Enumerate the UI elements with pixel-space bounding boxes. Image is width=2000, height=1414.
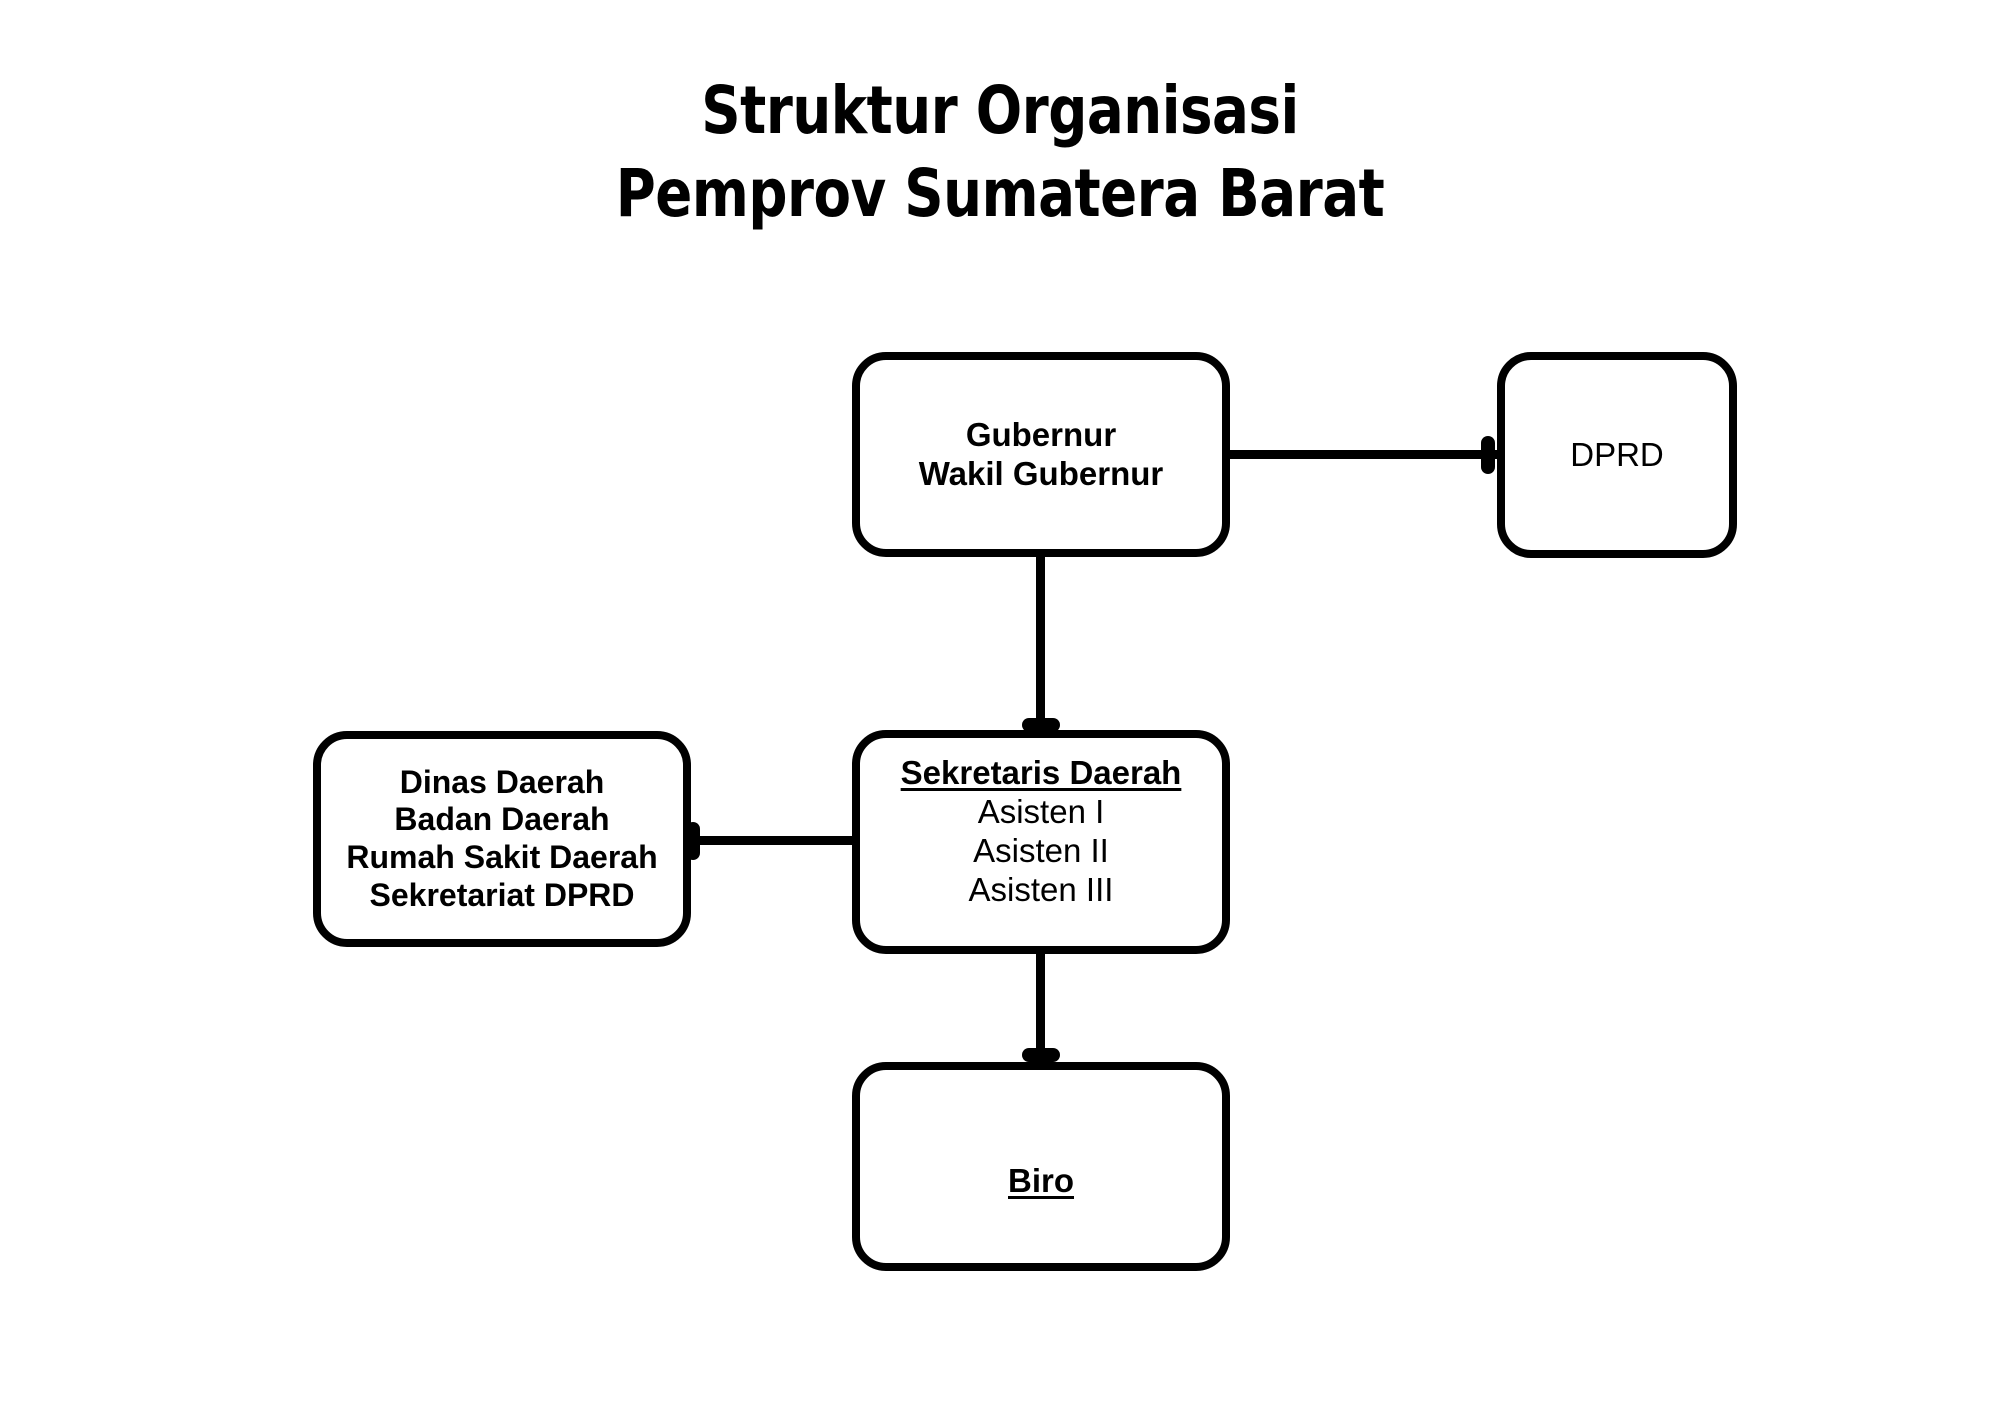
arrowhead-sekretaris xyxy=(1022,718,1060,732)
node-dprd-line-1: DPRD xyxy=(1570,435,1664,473)
page-title-line-1: Struktur Organisasi xyxy=(701,72,1299,149)
connector-gubernur-to-dprd xyxy=(1226,450,1500,459)
arrowhead-dprd xyxy=(1481,436,1495,474)
connector-gubernur-to-sekretaris xyxy=(1036,553,1045,733)
connector-sekretaris-to-perangkat-daerah xyxy=(688,836,856,845)
page-title: Struktur Organisasi Pemprov Sumatera Bar… xyxy=(0,70,2000,235)
node-biro-line-1: Biro xyxy=(1008,1162,1074,1199)
node-perangkat-line-3: Rumah Sakit Daerah xyxy=(346,839,658,875)
node-perangkat-daerah[interactable]: Dinas Daerah Badan Daerah Rumah Sakit Da… xyxy=(313,731,691,947)
node-perangkat-line-1: Dinas Daerah xyxy=(399,763,605,800)
node-sekretaris-asisten-1: Asisten I xyxy=(977,792,1105,830)
arrowhead-biro xyxy=(1022,1048,1060,1062)
connector-sekretaris-to-biro xyxy=(1036,950,1045,1066)
node-perangkat-line-2: Badan Daerah xyxy=(394,801,610,838)
node-gubernur-line-1: Gubernur xyxy=(965,415,1117,453)
node-biro[interactable]: Biro xyxy=(852,1062,1230,1271)
node-gubernur[interactable]: Gubernur Wakil Gubernur xyxy=(852,352,1230,557)
page-title-line-2: Pemprov Sumatera Barat xyxy=(615,154,1385,232)
node-sekretaris-daerah[interactable]: Sekretaris Daerah Asisten I Asisten II A… xyxy=(852,730,1230,954)
node-sekretaris-asisten-3: Asisten III xyxy=(968,870,1114,908)
node-dprd[interactable]: DPRD xyxy=(1497,352,1737,558)
node-sekretaris-asisten-2: Asisten II xyxy=(973,831,1109,869)
node-sekretaris-heading: Sekretaris Daerah xyxy=(900,754,1182,791)
node-gubernur-line-2: Wakil Gubernur xyxy=(918,454,1164,492)
node-perangkat-line-4: Sekretariat DPRD xyxy=(369,876,635,913)
